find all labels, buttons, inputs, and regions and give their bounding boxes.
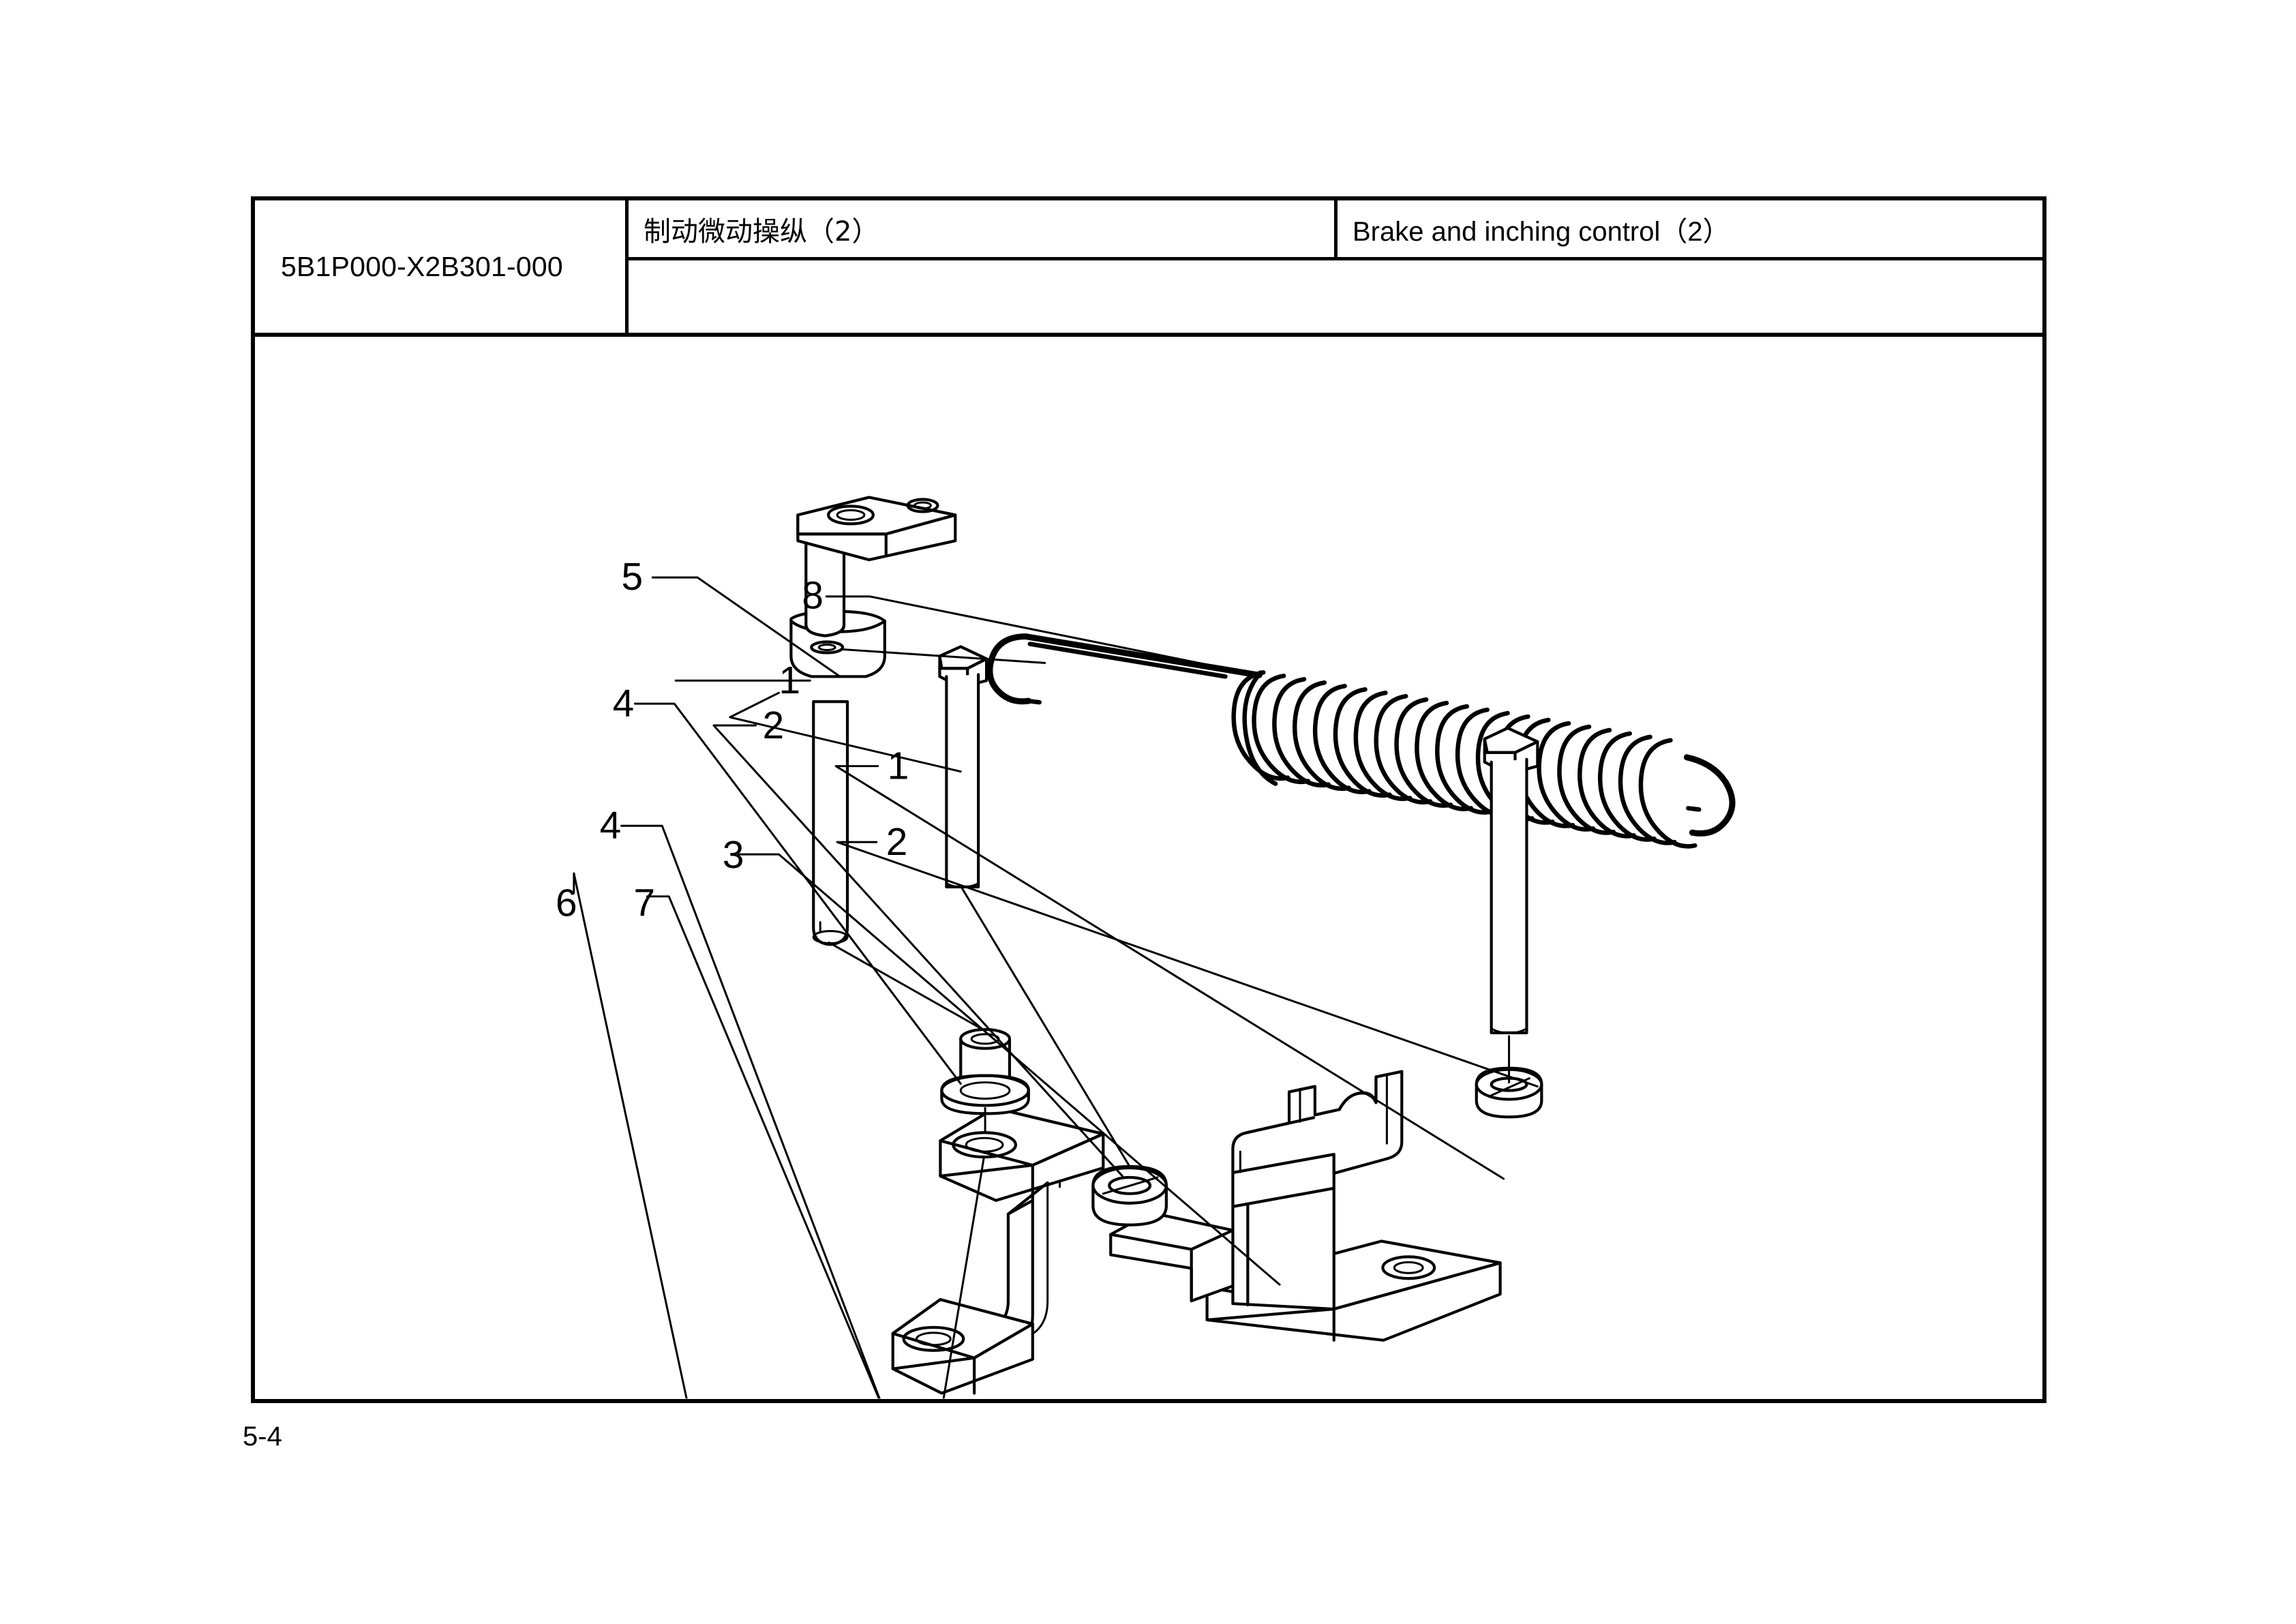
callout-2b: 2 [886,821,908,864]
callout-4b: 4 [600,805,622,847]
part-3-mounting-bracket [1091,1070,1502,1342]
title-block: 5B1P000-X2B301-000 制动微动操纵（2） Brake and i… [255,200,2042,337]
assembly-svg: .ln{fill:none;stroke:#000;stroke-width:4… [556,496,1736,1399]
callout-1a: 1 [779,659,800,702]
callout-6: 6 [556,882,577,925]
callout-1b: 1 [888,745,909,788]
title-en-cell: Brake and inching control（2） [1338,200,2042,257]
callout-leaders [573,576,1539,1399]
part-4-bushing-upper [940,1027,1030,1115]
part-number: 5B1P000-X2B301-000 [281,250,563,282]
title-cn-cell: 制动微动操纵（2） [629,200,1338,257]
assembly-centerlines [828,887,1511,1399]
part-2-washer-lower [1475,1066,1543,1119]
title-row-secondary [629,260,2042,333]
page-number: 5-4 [243,1422,282,1452]
part-number-cell: 5B1P000-X2B301-000 [255,200,629,333]
callout-5: 5 [622,556,644,599]
callout-7: 7 [633,882,655,925]
title-en: Brake and inching control（2） [1353,216,1730,247]
part-8-tension-spring [986,633,1736,849]
part-5-pedal-shaft [789,496,957,946]
title-cn: 制动微动操纵（2） [644,215,879,247]
exploded-diagram: .ln{fill:none;stroke:#000;stroke-width:4… [255,337,2042,1399]
callout-8: 8 [802,575,824,618]
part-1-hex-bolt-long [1483,726,1539,1034]
callout-3: 3 [723,834,744,877]
part-1-hex-bolt-short [938,645,988,888]
title-row-primary: 制动微动操纵（2） Brake and inching control（2） [629,200,2042,260]
callout-numbers: 5 8 1 4 2 1 3 4 2 7 6 [556,556,909,925]
callout-4a: 4 [613,682,635,725]
yoke-clamp [891,1107,1105,1395]
callout-2a: 2 [763,704,785,747]
title-cells: 制动微动操纵（2） Brake and inching control（2） [629,200,2042,333]
drawing-frame: 5B1P000-X2B301-000 制动微动操纵（2） Brake and i… [251,196,2046,1403]
